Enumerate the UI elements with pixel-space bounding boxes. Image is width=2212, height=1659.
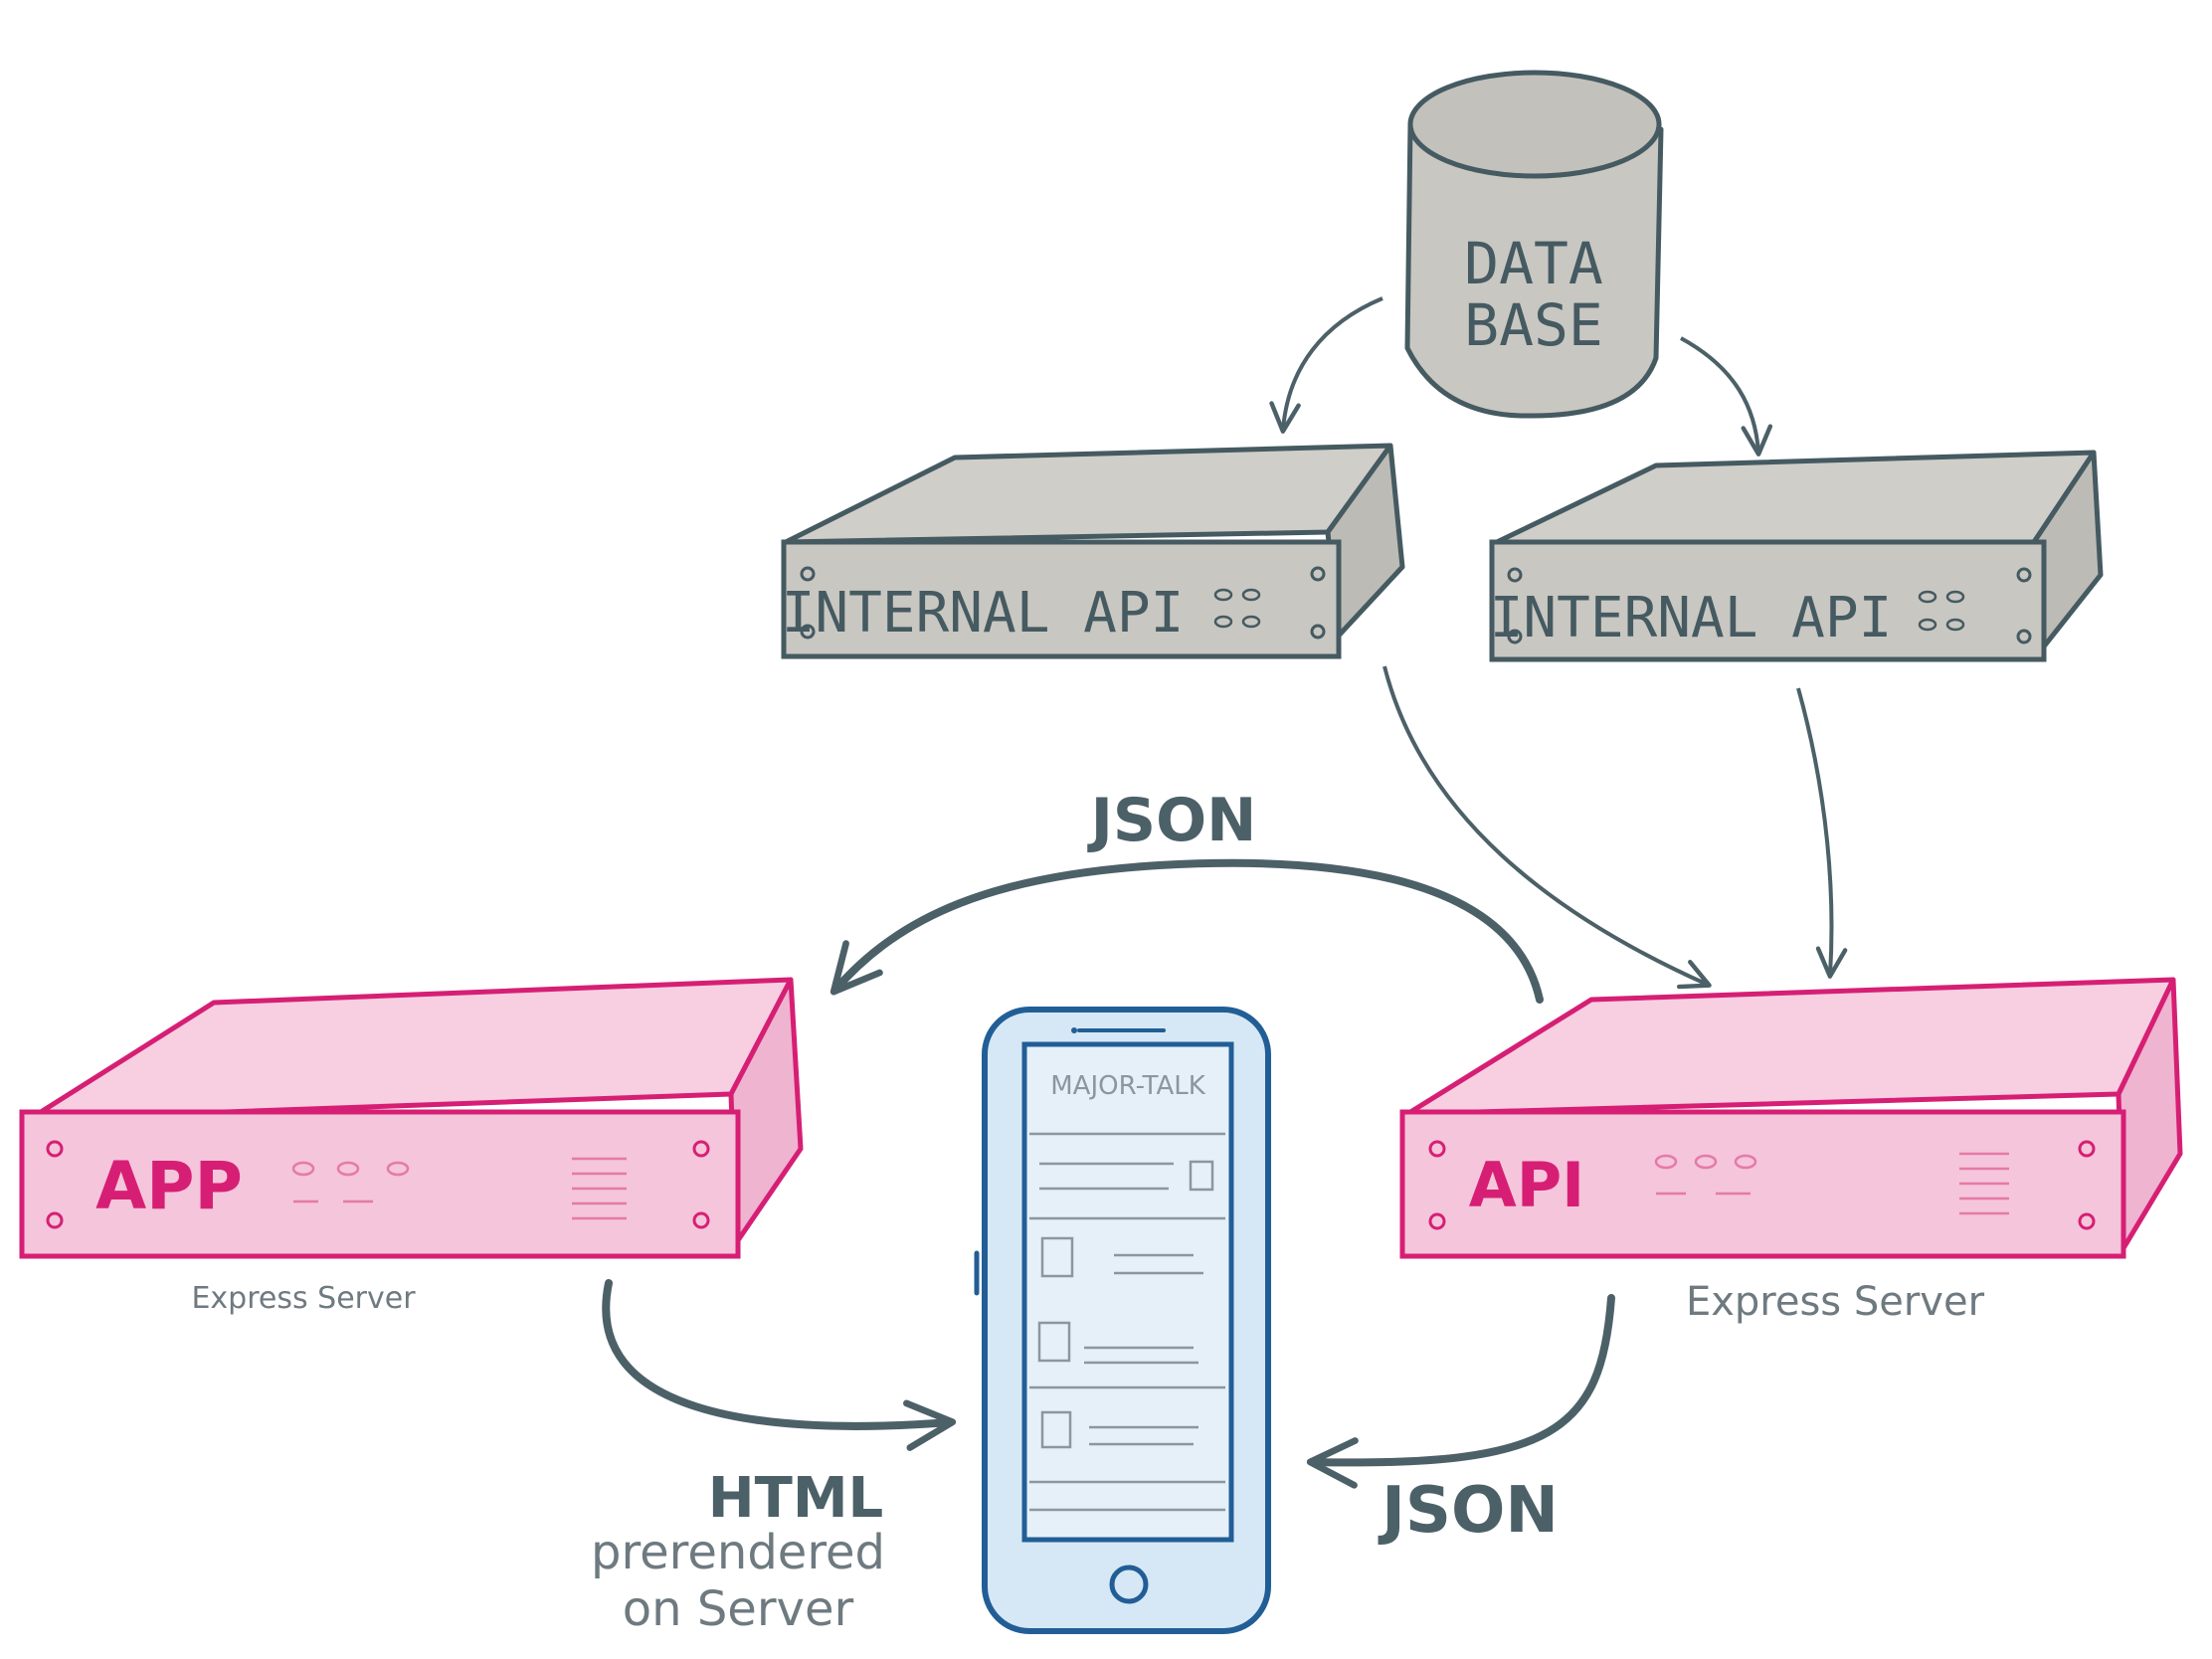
edge-label-json-top: JSON xyxy=(1087,786,1257,855)
server-top xyxy=(1494,450,2097,545)
arrow-internal-api-1-to-api xyxy=(1382,665,1712,990)
database-top xyxy=(1407,70,1662,179)
edge-label-html: HTML xyxy=(708,1466,883,1531)
internal-api-label: INTERNAL API xyxy=(1490,586,1893,650)
home-button xyxy=(1109,1565,1149,1604)
arrow-database-to-internal-api-2 xyxy=(1680,336,1773,457)
app-label: APP xyxy=(95,1148,243,1224)
internal-api-server-1: INTERNAL API xyxy=(781,443,1405,659)
api-server: API Express Server xyxy=(1399,977,2183,1325)
app-caption: Express Server xyxy=(191,1281,416,1316)
arrow-internal-api-2-to-api xyxy=(1796,687,1848,979)
phone-app-header: MAJOR-TALK xyxy=(1050,1071,1205,1101)
phone: MAJOR-TALK xyxy=(974,1007,1271,1634)
database-cylinder xyxy=(1404,121,1664,419)
internal-api-server-2: INTERNAL API xyxy=(1489,450,2104,662)
internal-api-label: INTERNAL API xyxy=(782,581,1185,645)
server-top xyxy=(27,977,794,1122)
edge-note-on-server: on Server xyxy=(623,1581,854,1637)
api-caption: Express Server xyxy=(1686,1279,1985,1325)
database-node: DATA BASE xyxy=(1404,70,1664,419)
server-top xyxy=(1404,977,2176,1117)
edges xyxy=(602,296,1848,1489)
edge-label-json-bottom: JSON xyxy=(1378,1474,1559,1548)
arrow-api-to-app-json xyxy=(830,858,1544,1004)
api-label: API xyxy=(1469,1149,1585,1221)
database-label-line2: BASE xyxy=(1464,291,1603,359)
app-server: APP Express Server xyxy=(19,977,804,1316)
arrow-api-to-phone-json xyxy=(1306,1294,1615,1489)
edge-note-prerendered: prerendered xyxy=(591,1525,885,1580)
server-front xyxy=(19,1109,741,1259)
phone-screen xyxy=(1021,1041,1234,1543)
database-label-line1: DATA xyxy=(1464,230,1603,297)
arrow-database-to-internal-api-1 xyxy=(1269,296,1383,434)
server-top xyxy=(783,443,1393,545)
arrow-app-to-phone-html xyxy=(602,1279,957,1451)
